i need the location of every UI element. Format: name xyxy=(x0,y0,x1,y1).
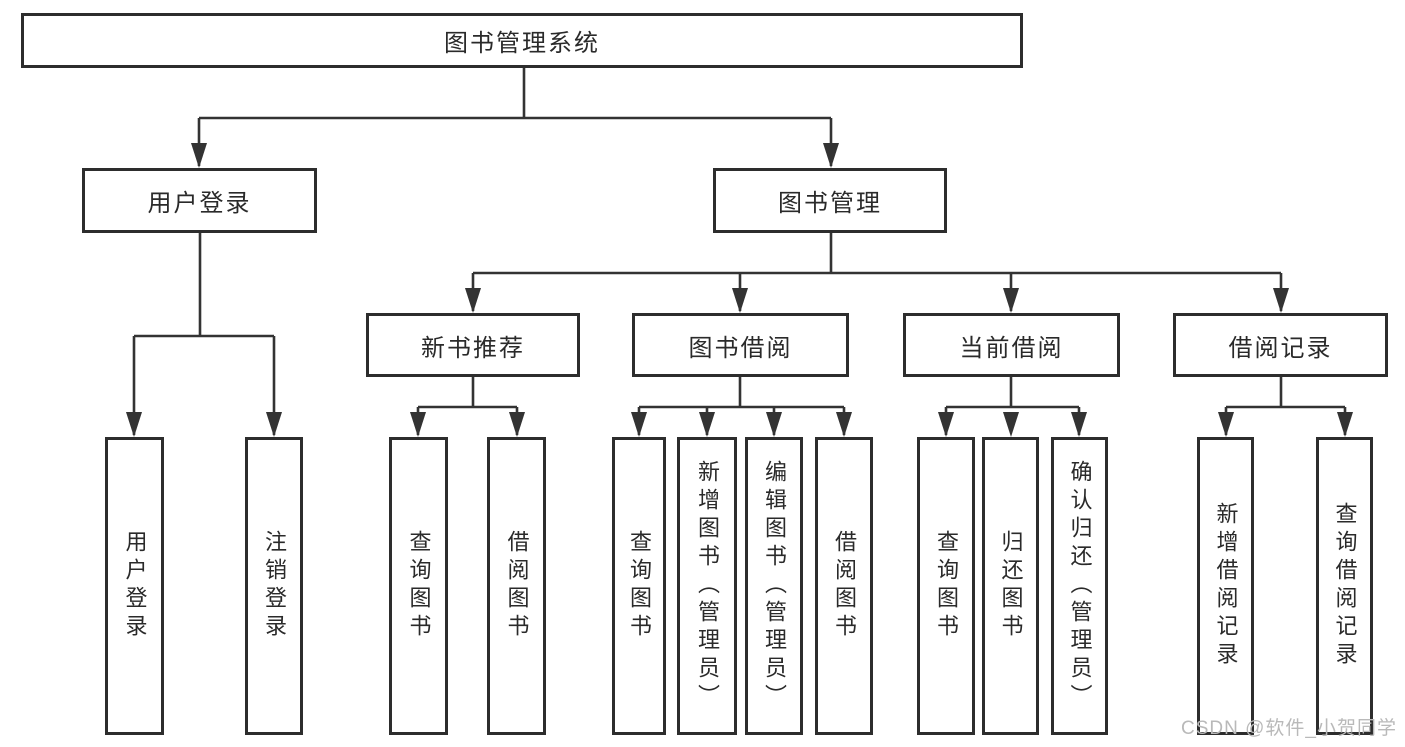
arrowhead-down-icon xyxy=(1218,412,1234,437)
node-label: 借阅图书 xyxy=(832,530,857,642)
node-label: 查询图书 xyxy=(934,530,959,642)
node-book-mgmt: 图书管理 xyxy=(713,168,947,233)
node-leaf-add-book: 新增图书（管理员） xyxy=(677,437,737,735)
node-label: 查询借阅记录 xyxy=(1332,502,1358,670)
arrowhead-down-icon xyxy=(509,412,525,437)
node-leaf-query-books-2: 查询图书 xyxy=(612,437,666,735)
arrowhead-down-icon xyxy=(732,288,748,313)
node-label: 注销登录 xyxy=(262,530,287,642)
arrowhead-down-icon xyxy=(266,412,282,437)
node-leaf-edit-book: 编辑图书（管理员） xyxy=(745,437,803,735)
node-label: 用户登录 xyxy=(122,530,148,642)
node-label: 图书借阅 xyxy=(688,334,793,362)
node-leaf-query-books-1: 查询图书 xyxy=(389,437,448,735)
node-label: 借阅记录 xyxy=(1228,334,1333,362)
node-new-book-rec: 新书推荐 xyxy=(366,313,580,377)
arrowhead-down-icon xyxy=(836,412,852,437)
node-leaf-user-login: 用户登录 xyxy=(105,437,164,735)
node-label: 查询图书 xyxy=(406,530,432,642)
node-leaf-confirm-return: 确认归还（管理员） xyxy=(1051,437,1108,735)
node-label: 归还图书 xyxy=(998,530,1024,642)
arrowhead-down-icon xyxy=(1273,288,1289,313)
node-label: 新增借阅记录 xyxy=(1213,502,1239,670)
node-borrow-records: 借阅记录 xyxy=(1173,313,1388,377)
arrowhead-down-icon xyxy=(699,412,715,437)
node-leaf-add-borrow-record: 新增借阅记录 xyxy=(1197,437,1254,735)
node-label: 借阅图书 xyxy=(504,530,530,642)
node-label: 新书推荐 xyxy=(421,334,525,362)
node-user-login: 用户登录 xyxy=(82,168,317,233)
node-label: 查询图书 xyxy=(627,530,652,642)
node-leaf-return-book: 归还图书 xyxy=(982,437,1039,735)
node-leaf-query-borrow-record: 查询借阅记录 xyxy=(1316,437,1373,735)
node-current-borrow: 当前借阅 xyxy=(903,313,1120,377)
node-leaf-borrow-books-2: 借阅图书 xyxy=(815,437,873,735)
watermark: CSDN @软件_小贺同学 xyxy=(1181,718,1397,739)
node-book-borrow: 图书借阅 xyxy=(632,313,849,377)
node-label: 编辑图书（管理员） xyxy=(762,460,787,712)
node-label: 图书管理系统 xyxy=(444,30,600,57)
node-label: 确认归还（管理员） xyxy=(1067,460,1093,712)
arrowhead-down-icon xyxy=(1071,412,1087,437)
arrowhead-down-icon xyxy=(410,412,426,437)
node-leaf-borrow-books-1: 借阅图书 xyxy=(487,437,546,735)
arrowhead-down-icon xyxy=(191,143,207,168)
arrowhead-down-icon xyxy=(766,412,782,437)
arrowhead-down-icon xyxy=(465,288,481,313)
arrowhead-down-icon xyxy=(631,412,647,437)
arrowhead-down-icon xyxy=(1337,412,1353,437)
arrowhead-down-icon xyxy=(823,143,839,168)
node-label: 当前借阅 xyxy=(959,334,1064,362)
node-leaf-query-books-3: 查询图书 xyxy=(917,437,975,735)
arrowhead-down-icon xyxy=(1003,288,1019,313)
node-label: 用户登录 xyxy=(147,190,252,217)
node-label: 新增图书（管理员） xyxy=(695,460,720,712)
arrowhead-down-icon xyxy=(1003,412,1019,437)
arrowhead-down-icon xyxy=(126,412,142,437)
node-root: 图书管理系统 xyxy=(21,13,1023,68)
node-leaf-logout: 注销登录 xyxy=(245,437,303,735)
arrowhead-down-icon xyxy=(938,412,954,437)
node-label: 图书管理 xyxy=(778,190,882,217)
